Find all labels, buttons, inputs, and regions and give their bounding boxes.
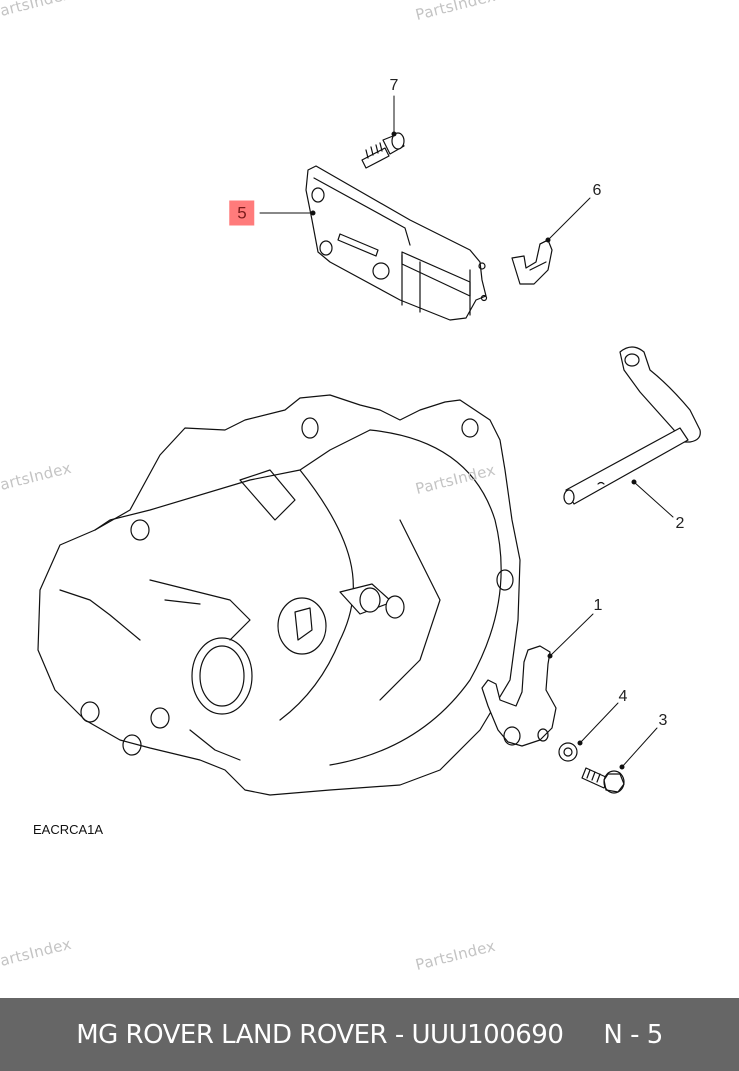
part-4-washer[interactable] [558, 742, 578, 762]
callout-3[interactable]: 3 [658, 712, 668, 729]
part-2-shaft[interactable] [563, 346, 701, 505]
part-1-fork[interactable] [481, 645, 557, 747]
gearbox-housing[interactable] [37, 394, 521, 796]
part-6-clip[interactable] [511, 239, 553, 285]
leader-1 [549, 613, 594, 657]
leader-3 [621, 727, 658, 768]
parts-diagram: 7 5 6 2 1 4 3 EACRCA1A PartsIndex PartsI… [0, 0, 701, 974]
footer-title: MG ROVER LAND ROVER - UUU100690 [76, 1019, 564, 1050]
leader-4 [579, 702, 619, 744]
footer-page-ref: N - 5 [603, 1019, 663, 1050]
leader-2 [633, 481, 674, 518]
part-5-bracket[interactable] [305, 165, 488, 321]
footer-bar: MG ROVER LAND ROVER - UUU100690 N - 5 [0, 998, 739, 1071]
callout-7[interactable]: 7 [389, 77, 399, 94]
leader-6 [547, 197, 591, 241]
callout-2[interactable]: 2 [675, 515, 685, 532]
callout-6[interactable]: 6 [592, 182, 602, 199]
callout-5-highlighted[interactable]: 5 [229, 200, 255, 226]
callout-1[interactable]: 1 [593, 597, 603, 614]
leader-lines [259, 95, 674, 770]
part-3-bolt[interactable] [581, 767, 625, 794]
callout-4[interactable]: 4 [618, 688, 628, 705]
part-7-bolt[interactable] [361, 132, 405, 169]
figure-code: EACRCA1A [33, 822, 104, 837]
